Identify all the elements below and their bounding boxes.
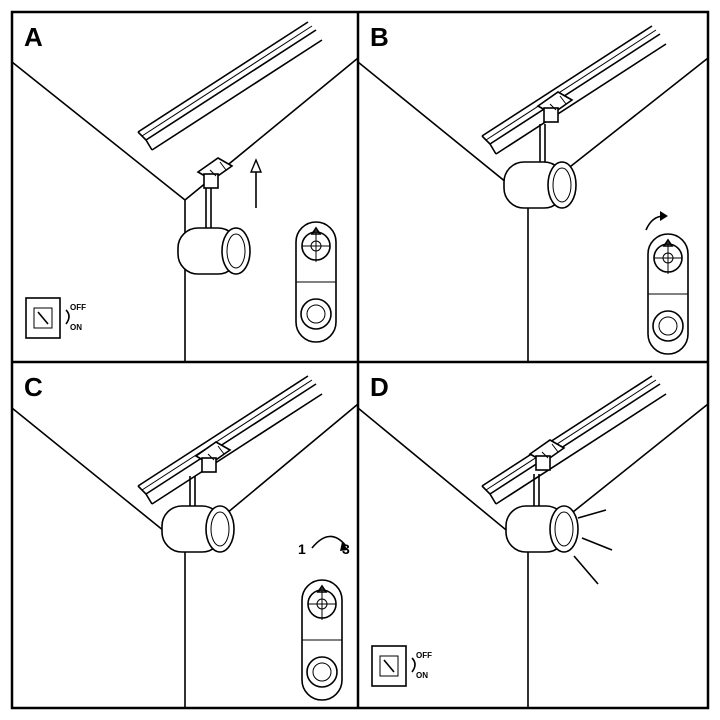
track-adapter xyxy=(197,157,233,189)
switch-off-label: OFF xyxy=(416,651,432,660)
rotation-indicator: 1 3 xyxy=(298,535,350,557)
track-rail xyxy=(481,375,667,505)
adapter-detail xyxy=(301,579,343,701)
track-rail xyxy=(137,375,323,505)
switch-off-label: OFF xyxy=(70,303,86,312)
spotlight xyxy=(503,161,577,209)
track-rail xyxy=(137,21,323,151)
panel-c: C 1 3 xyxy=(11,372,359,708)
switch-on-label: ON xyxy=(70,323,82,332)
panel-label-d: D xyxy=(370,372,389,402)
rotate-arrow-icon xyxy=(311,535,347,549)
track-rail xyxy=(481,25,667,155)
switch-on-label: ON xyxy=(416,671,428,680)
adapter-detail xyxy=(647,233,689,355)
panel-label-a: A xyxy=(24,22,43,52)
panel-label-b: B xyxy=(370,22,389,52)
diagram-frame xyxy=(10,10,710,710)
wall-switch: OFF ON xyxy=(371,645,432,687)
up-arrow-icon xyxy=(249,158,263,208)
spotlight xyxy=(161,505,235,553)
rotation-from-label: 1 xyxy=(298,541,306,557)
panel-d: D OFF ON xyxy=(357,372,709,708)
panel-a: A OFF ON xyxy=(11,21,359,362)
panel-b: B xyxy=(357,22,709,362)
spotlight xyxy=(505,505,579,553)
panel-label-c: C xyxy=(24,372,43,402)
light-rays-icon xyxy=(573,509,613,585)
rotation-to-label: 3 xyxy=(342,541,350,557)
adapter-detail xyxy=(295,221,337,343)
spotlight xyxy=(177,227,251,275)
wall-switch: OFF ON xyxy=(25,297,86,339)
